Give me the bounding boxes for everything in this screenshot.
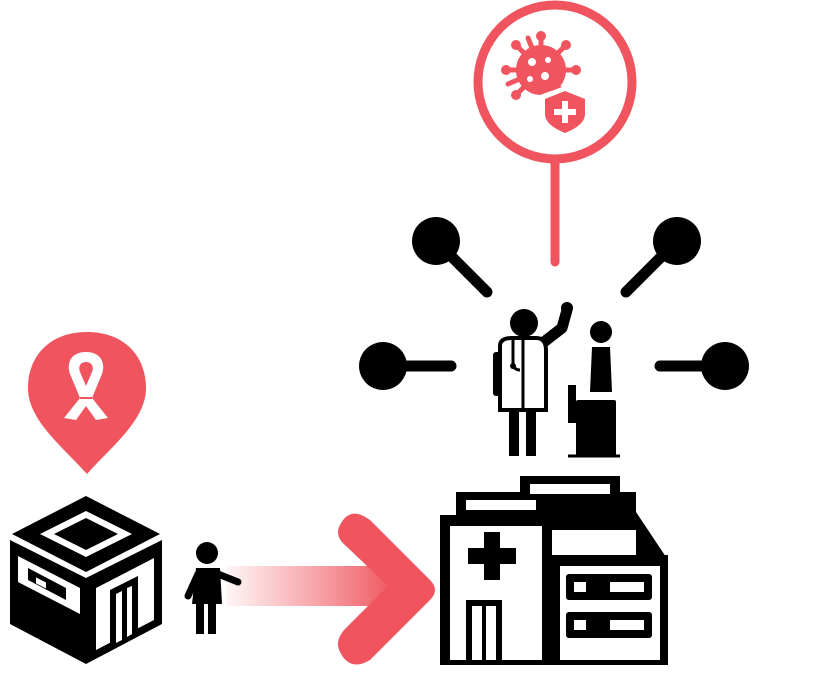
- person-icon: [184, 542, 242, 634]
- hospital-building-icon: [440, 476, 668, 665]
- small-clinic-building-icon: [10, 496, 162, 664]
- connection-node-icon: [359, 217, 749, 390]
- doctor-patient-consultation-icon: [493, 302, 620, 458]
- referral-arrow-icon: [226, 513, 435, 665]
- seated-patient-icon: [568, 321, 620, 458]
- awareness-ribbon-icon: [64, 352, 108, 420]
- virus-icon: [501, 31, 581, 100]
- hiv-ribbon-location-pin-icon: [28, 332, 146, 474]
- doctor-icon: [493, 302, 573, 456]
- medical-shield-icon: [540, 86, 590, 138]
- virus-shield-location-pin-icon: [473, 0, 637, 267]
